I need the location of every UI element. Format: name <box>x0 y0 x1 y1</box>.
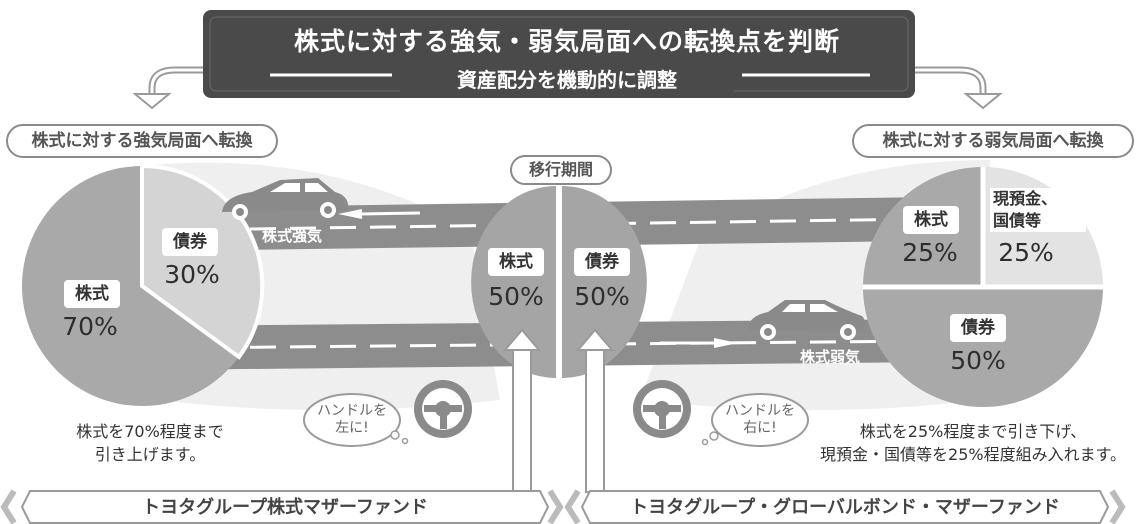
left-note: 株式を70%程度まで 引き上げます。 <box>76 422 224 464</box>
road-label-bearish: 株式弱気 <box>800 348 861 366</box>
page-subtitle: 資産配分を機動的に調整 <box>400 64 734 93</box>
left-pie-bond-value: 30% <box>164 260 220 289</box>
right-pie-bond-value: 50% <box>950 346 1006 375</box>
fund-right-name: トヨタグループ・グローバルボンド・マザーファンド <box>630 497 1060 518</box>
bubble-right <box>711 393 809 447</box>
middle-bond-label: 債券 <box>574 248 630 276</box>
steering-text-left: ハンドルを 左に! <box>317 403 387 436</box>
right-pie-stock-value: 25% <box>902 238 958 267</box>
car-right-icon <box>748 300 865 340</box>
road-arrow-right <box>714 338 738 348</box>
road-arrow-left <box>338 209 362 219</box>
page-title: 株式に対する強気・弱気局面への転換点を判断 <box>293 27 840 56</box>
car-left-icon <box>222 178 349 220</box>
up-arrow-left <box>502 328 542 493</box>
fund-banner-left <box>20 490 550 524</box>
steering-wheel-right-icon <box>633 380 691 438</box>
middle-stock-label: 株式 <box>488 248 544 276</box>
left-pie-stock-value: 70% <box>62 312 118 341</box>
left-pie-bond-label: 債券 <box>162 228 218 256</box>
middle-pie <box>471 186 647 380</box>
fund-left-name: トヨタグループ株式マザーファンド <box>142 497 428 518</box>
bubble-left <box>303 393 401 447</box>
fund-banner-right <box>580 490 1110 524</box>
right-pie-stock-label: 株式 <box>903 206 959 234</box>
middle-bond-value: 50% <box>574 282 630 311</box>
left-pie-stock-label: 株式 <box>64 280 120 308</box>
steering-text-right: ハンドルを 右に! <box>725 403 795 436</box>
right-pie-cash-label: 現預金、 国債等 <box>990 188 1086 232</box>
right-pie-bond-label: 債券 <box>950 314 1006 342</box>
steering-wheel-left-icon <box>414 380 472 438</box>
middle-stock-value: 50% <box>488 282 544 311</box>
right-note: 株式を25%程度まで引き下げ、 現預金・国債等を25%程度組み入れます。 <box>820 422 1126 464</box>
middle-phase-label: 移行期間 <box>510 155 612 185</box>
left-phase-label: 株式に対する強気局面へ転換 <box>6 124 278 158</box>
right-pie-cash-value: 25% <box>998 238 1054 267</box>
road-label-bullish: 株式強気 <box>262 227 323 245</box>
right-phase-label: 株式に対する弱気局面へ転換 <box>852 124 1134 158</box>
